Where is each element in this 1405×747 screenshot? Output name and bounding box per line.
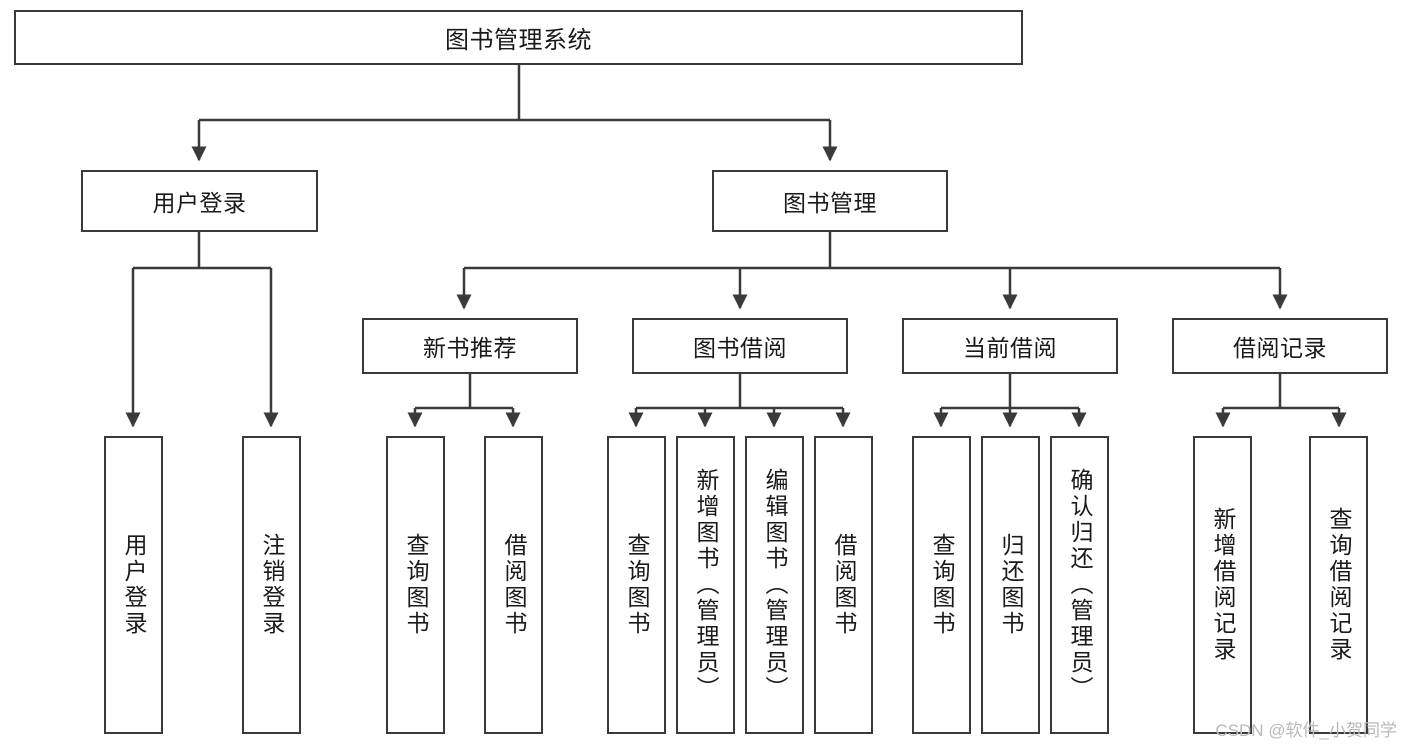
node-leaf-label: 查询图书 [929,533,955,637]
node-leaf-label: 新增借阅记录 [1210,507,1236,663]
node-borrow-record[interactable]: 借阅记录 [1172,318,1388,374]
node-leaf-logout[interactable]: 注销登录 [242,436,301,734]
node-leaf-label: 编辑图书（管理员） [762,468,788,702]
node-new-book-recommend[interactable]: 新书推荐 [362,318,578,374]
node-leaf-borrow-book-1[interactable]: 借阅图书 [484,436,543,734]
node-leaf-label: 注销登录 [259,533,285,637]
node-leaf-label: 借阅图书 [831,533,857,637]
node-leaf-confirm-return[interactable]: 确认归还（管理员） [1050,436,1109,734]
node-user-login[interactable]: 用户登录 [81,170,318,232]
node-book-manage[interactable]: 图书管理 [712,170,948,232]
node-leaf-label: 新增图书（管理员） [693,468,719,702]
node-leaf-query-book-1[interactable]: 查询图书 [386,436,445,734]
node-leaf-label: 借阅图书 [501,533,527,637]
node-leaf-label: 查询借阅记录 [1326,507,1352,663]
node-leaf-return-book[interactable]: 归还图书 [981,436,1040,734]
node-leaf-borrow-book-2[interactable]: 借阅图书 [814,436,873,734]
node-leaf-label: 查询图书 [403,533,429,637]
node-leaf-label: 确认归还（管理员） [1067,468,1093,702]
node-leaf-edit-book[interactable]: 编辑图书（管理员） [745,436,804,734]
node-leaf-label: 归还图书 [998,533,1024,637]
node-leaf-query-book-3[interactable]: 查询图书 [912,436,971,734]
node-root[interactable]: 图书管理系统 [14,10,1023,65]
node-leaf-user-login[interactable]: 用户登录 [104,436,163,734]
node-book-borrow[interactable]: 图书借阅 [632,318,848,374]
node-leaf-add-record[interactable]: 新增借阅记录 [1193,436,1252,734]
node-leaf-label: 查询图书 [624,533,650,637]
node-leaf-add-book[interactable]: 新增图书（管理员） [676,436,735,734]
node-leaf-label: 用户登录 [121,533,147,637]
node-current-borrow[interactable]: 当前借阅 [902,318,1118,374]
node-leaf-query-book-2[interactable]: 查询图书 [607,436,666,734]
node-leaf-query-record[interactable]: 查询借阅记录 [1309,436,1368,734]
